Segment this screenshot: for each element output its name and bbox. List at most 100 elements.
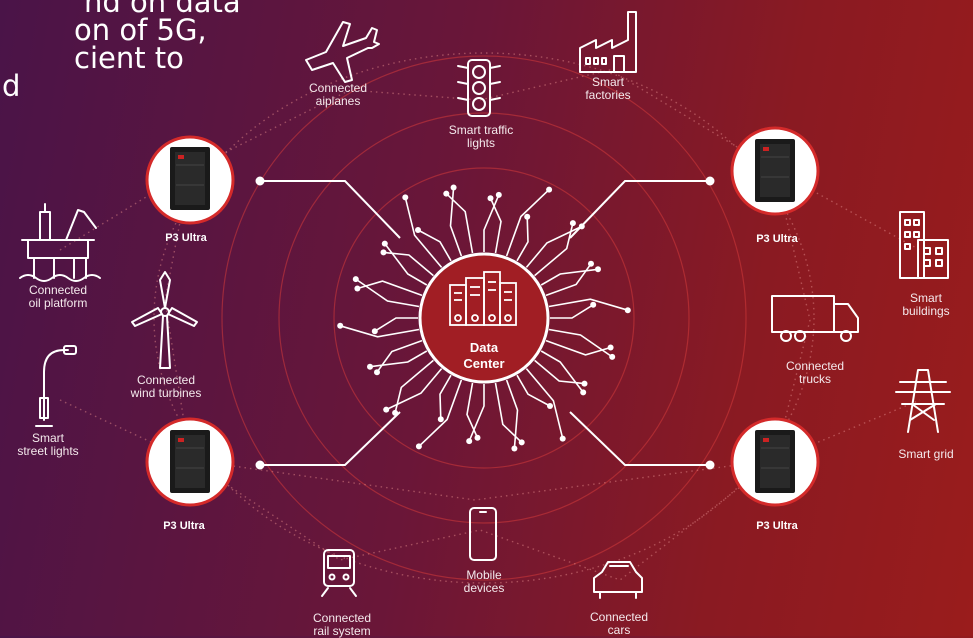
circuit-trace [525,225,583,268]
circuit-trace [489,197,502,254]
data-center-icon [449,271,517,326]
label-wind-line-2: wind turbines [130,386,202,400]
label-street-line-1: Smart [31,431,65,445]
data-center-label: Data Center [463,340,504,372]
server-label-tl: P3 Ultra [165,232,207,244]
circuit-trace-dot [511,445,518,452]
circuit-trace-dot [581,380,588,387]
link-server-bl [260,411,401,466]
circuit-trace [550,304,594,319]
circuit-trace-dot [352,276,359,283]
circuit-trace-dot [588,260,594,267]
heading-line-4: d [2,69,21,103]
circuit-trace [505,189,550,257]
label-oil-line-1: Connected [28,283,88,297]
dotted-link-servers [189,459,776,501]
factory-icon [579,11,637,73]
label-street-line-2: street lights [17,444,79,458]
circuit-trace-dot [546,186,553,193]
circuit-trace [516,374,551,407]
data-center-label-line-2: Center [463,356,505,371]
circuit-trace-dot [402,194,409,201]
circuit-trace [445,193,474,254]
circuit-trace-dot [354,285,361,292]
server-tower-icon [755,139,795,202]
heading-line-1: nd on data [84,0,241,19]
server-label-bl: P3 Ultra [163,520,205,532]
label-airplanes-line-1: Connected [308,81,368,95]
oil-platform-icon [19,203,101,282]
label-mobile-line-2: devices [463,581,505,595]
circuit-trace [516,216,529,262]
circuit-trace [545,339,611,356]
link-server-tl [260,180,401,239]
circuit-trace [369,350,428,368]
server-tower-icon [170,430,210,493]
circuit-trace-dot [381,240,388,247]
street-light-icon [35,345,77,427]
label-factories-line-1: Smart [591,75,625,89]
label-buildings-line-1: Smart [909,291,942,305]
circuit-trace-dot [624,307,631,314]
circuit-trace [357,280,423,297]
power-tower-icon [895,369,951,433]
server-tr [730,126,820,216]
circuit-trace [404,197,443,268]
circuit-trace-dot [466,438,473,445]
circuit-trace-dot [437,416,444,423]
circuit-trace [466,382,479,439]
circuit-trace [494,382,523,443]
circuit-trace-dot [474,434,481,441]
circuit-trace [439,374,452,420]
circuit-trace-dot [374,369,380,376]
data-center-hub [418,252,550,384]
circuit-trace [417,229,452,262]
airplane-icon [305,21,380,83]
label-airplanes-line-2: aiplanes [315,94,361,108]
wind-turbine-icon [131,271,198,369]
circuit-trace [339,325,420,338]
circuit-trace [545,263,592,297]
label-trucks-line-2: trucks [798,372,832,386]
circuit-trace-dot [607,344,614,351]
circuit-trace-dot [443,190,450,197]
dotted-link-right [774,169,811,461]
heading-line-3: cient to [74,41,184,75]
circuit-trace-dot [569,220,576,227]
circuit-trace [394,359,434,414]
circuit-trace-dot [371,328,378,335]
label-traffic-line-1: Smart traffic [448,123,514,137]
server-label-br: P3 Ultra [756,520,798,532]
server-links [255,176,715,470]
circuit-trace [548,298,629,311]
circuit-trace [418,379,463,447]
circuit-trace-dot [524,213,531,220]
traffic-light-icon [457,59,501,117]
data-center-label-line-1: Data [469,340,499,355]
label-factories-line-2: factories [585,88,631,102]
circuit-trace [449,187,463,257]
circuit-trace-dot [383,406,390,413]
link-server-br [569,411,710,466]
label-cars-line-2: cars [607,623,631,637]
link-dot [255,460,265,470]
server-tl [145,135,235,225]
circuit-trace [505,379,519,449]
circuit-trace [374,317,418,332]
servers [145,126,820,507]
link-dot [705,460,715,470]
circuit-trace [385,368,443,411]
label-smart-grid: Smart grid [898,448,953,461]
circuit-trace-dot [580,389,587,396]
outer-dotted-ellipse [153,52,815,584]
link-server-tr [569,180,710,239]
circuit-trace-dot [337,322,344,329]
circuit-trace [525,368,564,439]
link-dot [255,176,265,186]
car-icon [593,561,643,599]
